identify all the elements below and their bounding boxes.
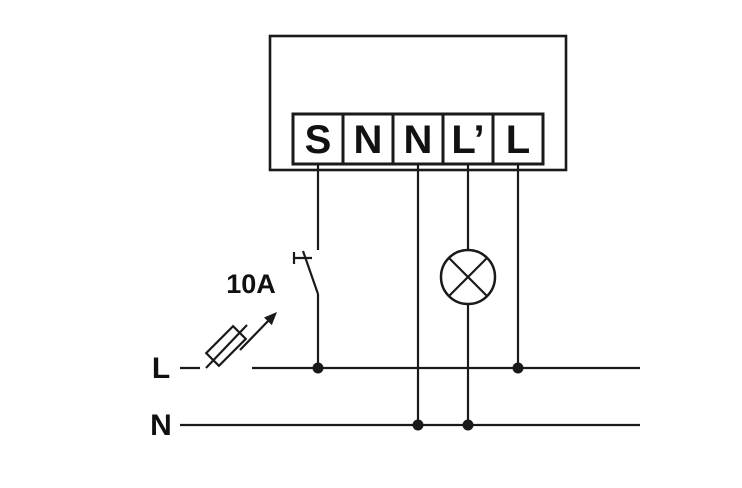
- terminal-label-l-prime: L’: [451, 118, 484, 162]
- breaker-rating-label: 10A: [226, 269, 276, 299]
- switch-blade: [301, 250, 320, 295]
- junction-dot: [312, 362, 324, 374]
- trip-arrow-shaft: [239, 318, 271, 351]
- terminal-label-n1: N: [354, 118, 383, 162]
- l-prime-wire-with-lamp: [439, 164, 497, 425]
- lamp-cross-2: [448, 257, 488, 297]
- junction-dot: [512, 362, 524, 374]
- live-rail: L 10A: [152, 269, 640, 385]
- junction-dot: [462, 419, 474, 431]
- junction-dot: [412, 419, 424, 431]
- junction-dots: [312, 362, 524, 431]
- terminal-label-n2: N: [404, 118, 433, 162]
- live-rail-label: L: [152, 352, 170, 385]
- neutral-rail: N: [150, 409, 640, 442]
- terminal-label-s: S: [305, 118, 332, 162]
- neutral-rail-label: N: [150, 409, 172, 442]
- terminal-row: S N N L’ L: [291, 112, 545, 166]
- s-wire-with-switch: [292, 164, 320, 368]
- breaker-body: [204, 324, 248, 368]
- terminal-label-l: L: [506, 118, 530, 162]
- circuit-breaker-icon: 10A: [204, 269, 277, 369]
- trip-arrow-head: [264, 312, 277, 326]
- switch-contact-icon: [292, 250, 320, 295]
- lamp-icon: [439, 248, 497, 306]
